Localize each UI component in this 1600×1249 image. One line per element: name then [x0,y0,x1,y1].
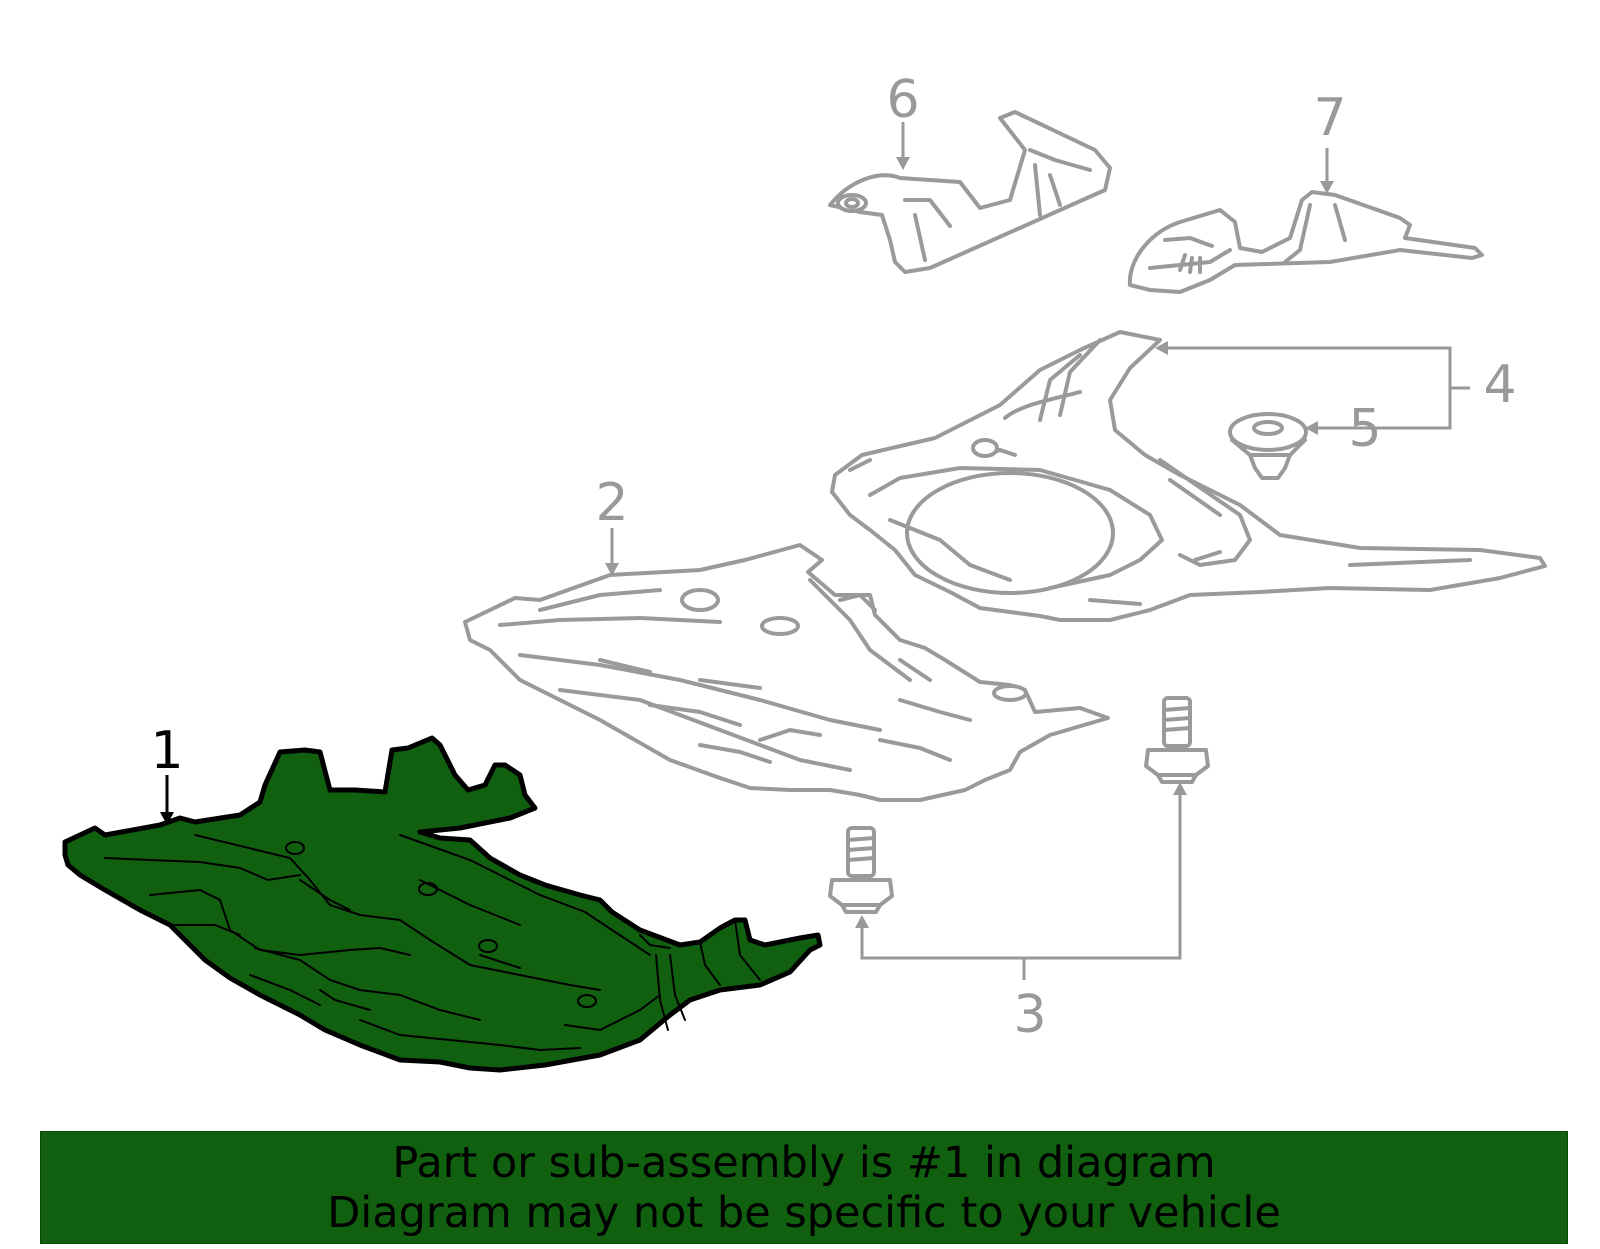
arrowhead-2 [605,563,619,576]
part-5-clip [1228,412,1308,480]
info-banner: Part or sub-assembly is #1 in diagram Di… [40,1131,1568,1244]
part-4-under-cover [830,330,1547,622]
arrowhead-3b [1173,782,1187,795]
callout-1: 1 [150,721,183,781]
callout-4: 4 [1483,355,1516,415]
part-1-engine-under-cover [62,735,823,1073]
callout-5: 5 [1348,399,1381,459]
arrowhead-6 [896,157,910,170]
part-3-bolt-right [1144,696,1210,784]
part-6-bracket [828,110,1112,274]
arrowhead-4 [1155,341,1168,355]
part-3-bolt-left [828,826,894,914]
leader-lines [160,122,1470,980]
callout-6: 6 [886,70,919,130]
callouts: 1 2 3 4 5 6 7 [150,70,1516,1045]
callout-2: 2 [595,473,628,533]
arrowhead-3a [855,915,869,928]
part-2-under-cover [463,543,1110,802]
arrowhead-1 [160,812,174,825]
banner-line-1: Part or sub-assembly is #1 in diagram [392,1137,1216,1188]
leader-4 [1165,346,1452,430]
part-7-bracket [1127,190,1484,294]
arrowhead-5 [1305,421,1318,435]
arrowhead-7 [1320,181,1334,194]
leader-3 [860,792,1182,960]
callout-3: 3 [1013,985,1046,1045]
banner-line-2: Diagram may not be specific to your vehi… [327,1187,1281,1238]
callout-7: 7 [1313,88,1346,148]
